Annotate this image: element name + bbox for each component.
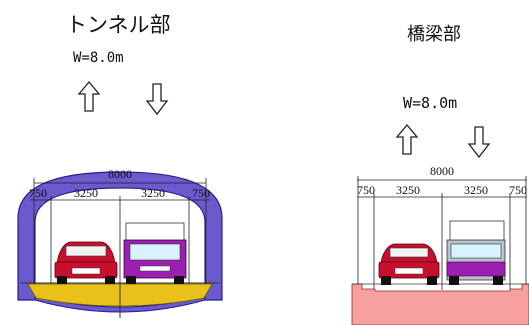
bridge-title: 橋梁部 bbox=[407, 24, 461, 45]
tunnel-total-width: 8000 bbox=[108, 167, 132, 181]
up-arrow-icon bbox=[77, 80, 101, 112]
truck-icon bbox=[446, 220, 506, 285]
bridge-total-width: 8000 bbox=[430, 164, 454, 178]
truck-icon bbox=[123, 222, 187, 284]
tunnel-width-label: W=8.0m bbox=[73, 50, 124, 66]
up-arrow-icon bbox=[395, 123, 419, 155]
tunnel-lane-left: 3250 bbox=[74, 186, 98, 200]
car-icon bbox=[378, 243, 440, 285]
tunnel-title: トンネル部 bbox=[66, 13, 171, 37]
down-arrow-icon bbox=[145, 83, 169, 116]
tunnel-lining bbox=[17, 171, 223, 301]
bridge-section: 8000 750 3250 3250 750 bbox=[351, 164, 529, 325]
bridge-deck bbox=[351, 283, 529, 325]
tunnel-left-shoulder: 750 bbox=[29, 186, 47, 200]
bridge-right-shoulder: 750 bbox=[509, 183, 527, 197]
tunnel-right-shoulder: 750 bbox=[192, 186, 210, 200]
tunnel-invert bbox=[34, 295, 206, 313]
bridge-left-shoulder: 750 bbox=[357, 183, 375, 197]
car-icon bbox=[54, 241, 118, 284]
tunnel-section: 8000 750 3250 3250 750 bbox=[17, 167, 223, 318]
tunnel-lane-right: 3250 bbox=[141, 186, 165, 200]
bridge-lane-left: 3250 bbox=[396, 183, 420, 197]
bridge-lane-right: 3250 bbox=[464, 183, 488, 197]
down-arrow-icon bbox=[467, 126, 491, 159]
bridge-width-label: W=8.0m bbox=[403, 94, 458, 112]
